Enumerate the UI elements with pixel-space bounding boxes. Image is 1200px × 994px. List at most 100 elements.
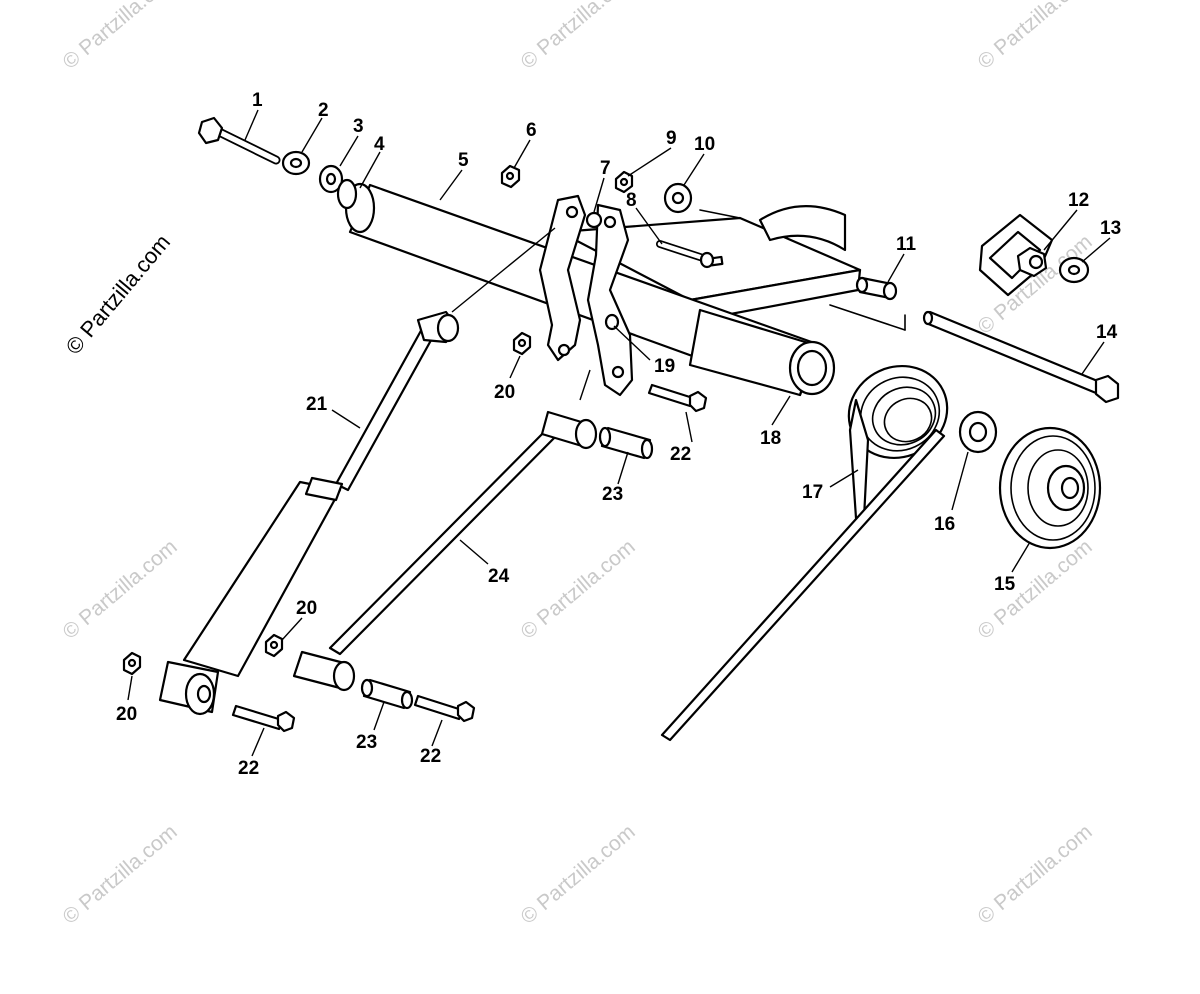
nut-9 bbox=[614, 170, 634, 194]
nut-20-upper bbox=[512, 331, 532, 356]
callout-6: 6 bbox=[526, 120, 537, 141]
callout-labels: 1 2 3 4 5 6 7 8 9 10 11 12 13 14 15 16 1… bbox=[116, 90, 1121, 779]
leader-11 bbox=[887, 253, 905, 283]
callout-8: 8 bbox=[626, 190, 637, 211]
spacer-11 bbox=[855, 276, 898, 301]
slider-block-12 bbox=[978, 213, 1054, 297]
callout-22-left: 22 bbox=[238, 758, 259, 779]
callout-19: 19 bbox=[654, 356, 675, 377]
bolt-22-upper bbox=[647, 383, 708, 413]
leader-22b bbox=[251, 727, 265, 757]
callout-13: 13 bbox=[1100, 218, 1121, 239]
bolt-1 bbox=[197, 116, 281, 165]
callout-4: 4 bbox=[374, 134, 385, 155]
leader-16 bbox=[951, 451, 969, 511]
washer-3 bbox=[318, 164, 344, 194]
nut-20-left bbox=[122, 651, 142, 676]
callout-23-upper: 23 bbox=[602, 484, 623, 505]
watermark-tile: © Partzilla.com bbox=[58, 0, 181, 74]
leader-7 bbox=[593, 177, 605, 213]
leader-20b bbox=[281, 617, 303, 641]
callout-24: 24 bbox=[488, 566, 510, 587]
callout-20-mid: 20 bbox=[296, 598, 317, 619]
bushing-18 bbox=[688, 308, 836, 397]
link-arm-24 bbox=[292, 410, 598, 692]
bracket-7 bbox=[538, 194, 634, 397]
watermark-tile: © Partzilla.com bbox=[516, 535, 639, 644]
bolt-19 bbox=[604, 313, 620, 331]
watermark-tile: © Partzilla.com bbox=[516, 820, 639, 929]
callout-16: 16 bbox=[934, 514, 955, 535]
leader-8 bbox=[635, 207, 663, 245]
washer-13 bbox=[1058, 256, 1090, 284]
spacer-23-lower bbox=[360, 678, 414, 710]
callout-2: 2 bbox=[318, 100, 329, 121]
leader-20a bbox=[509, 355, 521, 379]
leader-12 bbox=[1043, 209, 1078, 251]
leader-17 bbox=[829, 469, 859, 488]
watermark-tile: © Partzilla.com bbox=[973, 820, 1096, 929]
callout-10: 10 bbox=[694, 134, 715, 155]
shock-absorber-21 bbox=[158, 310, 460, 716]
callout-11: 11 bbox=[896, 234, 917, 255]
leader-5 bbox=[439, 169, 463, 201]
leader-18 bbox=[771, 395, 791, 426]
callout-14: 14 bbox=[1096, 322, 1118, 343]
bolt-22-left bbox=[231, 704, 296, 733]
leader-19 bbox=[613, 325, 651, 361]
leader-1 bbox=[244, 109, 259, 141]
leader-19b bbox=[579, 369, 591, 401]
callout-22-right: 22 bbox=[420, 746, 441, 767]
callout-15: 15 bbox=[994, 574, 1016, 595]
watermark-tile: © Partzilla.com bbox=[973, 535, 1096, 644]
callout-9: 9 bbox=[666, 128, 677, 149]
callout-20-upper: 20 bbox=[494, 382, 515, 403]
watermark-side: © Partzilla.com bbox=[61, 230, 175, 360]
leader-24 bbox=[459, 539, 489, 565]
callout-21: 21 bbox=[306, 394, 328, 415]
washer-10 bbox=[663, 182, 693, 214]
leader-2 bbox=[301, 117, 323, 153]
callout-5: 5 bbox=[458, 150, 469, 171]
leader-4 bbox=[359, 151, 381, 189]
leader-7b bbox=[451, 227, 556, 313]
watermark-tile: © Partzilla.com bbox=[973, 0, 1096, 74]
torsion-spring-17 bbox=[660, 364, 949, 742]
leader-22a bbox=[685, 411, 693, 443]
leader-10 bbox=[683, 153, 705, 186]
leader-lines bbox=[127, 109, 1111, 757]
bolt-22-right bbox=[413, 694, 476, 723]
leader-14 bbox=[1081, 341, 1105, 375]
callout-20-left: 20 bbox=[116, 704, 137, 725]
callout-17: 17 bbox=[802, 482, 823, 503]
callout-23-lower: 23 bbox=[356, 732, 377, 753]
nut-20-mid bbox=[264, 633, 284, 658]
leader-9 bbox=[627, 147, 672, 177]
idler-wheel-15 bbox=[998, 426, 1102, 550]
leader-6 bbox=[513, 139, 531, 169]
leader-22c bbox=[431, 719, 443, 747]
bolt-14 bbox=[922, 310, 1120, 404]
leader-13 bbox=[1081, 237, 1111, 263]
watermark-tile: © Partzilla.com bbox=[58, 820, 181, 929]
callout-3: 3 bbox=[353, 116, 364, 137]
callout-22-upper: 22 bbox=[670, 444, 691, 465]
nut-6 bbox=[500, 164, 521, 189]
callout-1: 1 bbox=[252, 90, 263, 111]
watermark-tile: © Partzilla.com bbox=[58, 535, 181, 644]
leader-23b bbox=[373, 701, 385, 731]
callout-7: 7 bbox=[600, 158, 611, 179]
washer-2 bbox=[281, 150, 311, 176]
washer-16 bbox=[958, 410, 998, 454]
watermark-tile: © Partzilla.com bbox=[516, 0, 639, 74]
callout-12: 12 bbox=[1068, 190, 1089, 211]
leader-20c bbox=[127, 675, 133, 701]
callout-18: 18 bbox=[760, 428, 781, 449]
leader-15 bbox=[1011, 541, 1031, 573]
spacer-23-upper bbox=[598, 426, 654, 460]
bolt-8 bbox=[656, 240, 715, 269]
leader-21 bbox=[331, 409, 361, 429]
leader-23a bbox=[617, 451, 629, 485]
leader-3 bbox=[339, 135, 359, 167]
